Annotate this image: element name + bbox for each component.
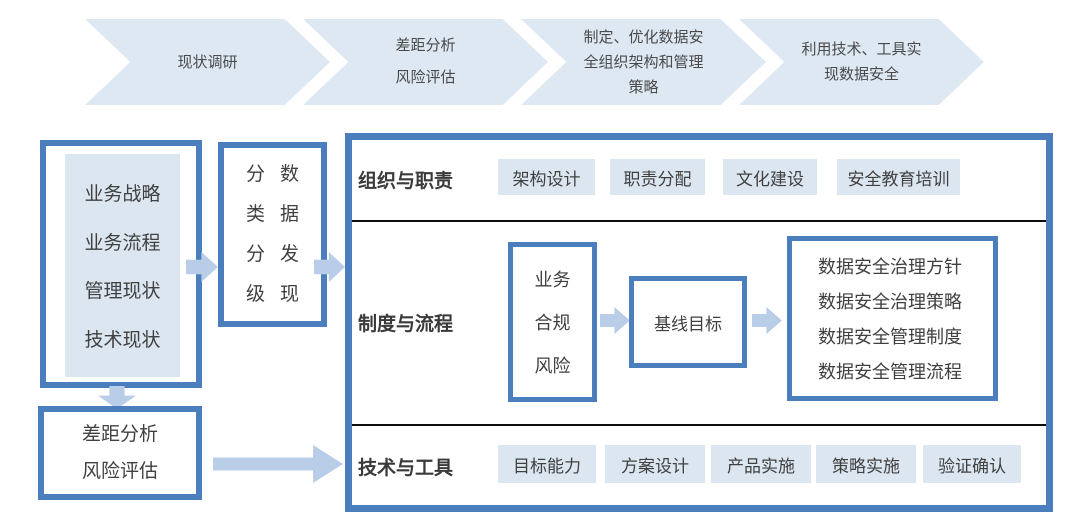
tech-chip: 产品实施 [711,445,811,483]
tech-chip: 验证确认 [923,445,1021,483]
tech-chip: 方案设计 [605,445,705,483]
chevron-step-2: 差距分析 风险评估 [303,19,548,105]
chevron-step-2-label: 风险评估 [395,69,456,86]
row-divider [352,424,1046,426]
compliance-item: 风险 [534,356,571,377]
current-state-item: 技术现状 [84,330,161,352]
gap-analysis-line: 风险评估 [81,461,158,482]
compliance-item: 合规 [534,312,571,333]
flow-arrow-long-right-icon [213,445,343,483]
row-divider [352,220,1046,222]
baseline-target-box: 基线目标 [629,276,747,368]
current-state-item: 管理现状 [84,281,161,303]
chevron-step-2-label: 差距分析 [395,37,456,54]
discovery-column: 数据发现 [279,163,299,305]
data-classification-box: 分类分级 数据发现 [218,142,327,327]
policy-document-item: 数据安全管理流程 [818,361,962,382]
flow-arrow-right-icon [600,307,630,334]
policy-document-item: 数据安全管理制度 [818,326,962,347]
org-chip: 安全教育培训 [837,159,960,195]
row-label-policy: 制度与流程 [358,314,454,335]
chevron-step-1-label: 现状调研 [177,53,238,71]
chevron-step-4-label: 现数据安全 [823,66,899,83]
org-chip: 职责分配 [610,159,705,195]
chevron-step-4: 利用技术、工具实 现数据安全 [739,19,984,105]
tech-chip: 目标能力 [498,445,596,483]
classification-column: 分类分级 [245,163,265,305]
compliance-risk-box: 业务 合规 风险 [508,242,597,402]
chevron-step-1: 现状调研 [85,19,330,105]
current-state-list: 业务战略 业务流程 管理现状 技术现状 [65,154,180,377]
org-chip: 架构设计 [498,159,595,195]
compliance-item: 业务 [534,269,571,290]
current-state-item: 业务流程 [84,232,161,254]
chevron-step-3-label: 制定、优化数据安 [583,28,704,46]
row-label-technology: 技术与工具 [358,458,454,479]
chevron-step-3-label: 策略 [628,78,659,96]
gap-analysis-box: 差距分析 风险评估 [38,406,202,500]
tech-chip: 策略实施 [816,445,916,483]
org-chip: 文化建设 [723,159,817,195]
governance-main-box: 组织与职责 架构设计 职责分配 文化建设 安全教育培训 制度与流程 业务 合规 … [345,133,1053,512]
policy-document-item: 数据安全治理方针 [818,257,962,278]
current-state-box: 业务战略 业务流程 管理现状 技术现状 [40,140,202,388]
chevron-step-3-label: 全组织架构和管理 [583,53,704,71]
policy-document-item: 数据安全治理策略 [818,292,962,313]
gap-analysis-line: 差距分析 [81,424,158,445]
flow-arrow-right-icon [752,307,782,334]
chevron-step-4-label: 利用技术、工具实 [801,41,922,58]
row-label-organization: 组织与职责 [358,171,454,192]
policy-documents-box: 数据安全治理方针 数据安全治理策略 数据安全管理制度 数据安全管理流程 [787,236,998,401]
current-state-item: 业务战略 [84,183,161,205]
chevron-step-3: 制定、优化数据安 全组织架构和管理 策略 [521,19,766,105]
